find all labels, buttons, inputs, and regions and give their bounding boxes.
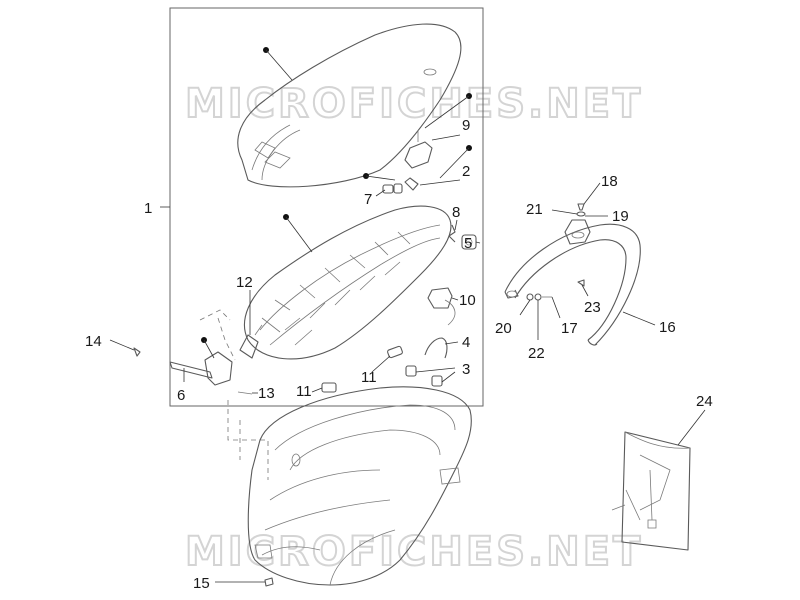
label-2: 2 — [462, 163, 470, 180]
storage-compartment[interactable] — [247, 386, 472, 586]
label-18: 18 — [601, 173, 618, 190]
clip-part-15[interactable] — [264, 577, 274, 587]
screw-part-13[interactable] — [237, 391, 253, 395]
label-10: 10 — [459, 292, 476, 309]
label-11a: 11 — [361, 369, 377, 386]
cap-part-23[interactable] — [577, 279, 585, 287]
label-16: 16 — [659, 319, 676, 336]
label-4: 4 — [462, 334, 470, 351]
latch-mechanism-part-10[interactable] — [427, 287, 456, 326]
label-22: 22 — [528, 345, 545, 362]
label-11b: 11 — [296, 383, 312, 400]
washer-part-22[interactable] — [534, 293, 542, 301]
label-23: 23 — [584, 299, 601, 316]
label-15: 15 — [193, 575, 210, 592]
label-13: 13 — [258, 385, 275, 402]
label-1: 1 — [144, 200, 152, 217]
label-12: 12 — [236, 274, 253, 291]
label-9: 9 — [462, 117, 470, 134]
rear-grab-rail-part-16[interactable] — [504, 219, 641, 346]
seat-assembly-frame — [169, 7, 484, 407]
screw-part-18[interactable] — [577, 203, 585, 211]
label-14: 14 — [85, 333, 102, 350]
watermark-bottom: MICROFICHES.NET — [185, 529, 643, 575]
latch-part-9[interactable] — [404, 130, 433, 169]
hinge-bracket-part-6[interactable] — [169, 351, 233, 386]
label-17: 17 — [561, 320, 578, 337]
hinge-part-12[interactable] — [239, 324, 263, 359]
label-24: 24 — [696, 393, 713, 410]
watermark-top: MICROFICHES.NET — [185, 81, 643, 127]
rubber-part-11b[interactable] — [321, 382, 337, 393]
bumper-part-3b[interactable] — [431, 375, 443, 387]
label-8: 8 — [452, 204, 460, 221]
cable-part-4[interactable] — [424, 337, 448, 359]
label-5: 5 — [464, 235, 472, 252]
spring-part-8[interactable] — [448, 224, 456, 243]
bumper-part-3a[interactable] — [405, 365, 417, 377]
nut-part-20[interactable] — [526, 293, 534, 301]
label-20: 20 — [495, 320, 512, 337]
label-3: 3 — [462, 361, 470, 378]
screw-part-14[interactable] — [133, 347, 141, 357]
seat-pan[interactable] — [244, 205, 452, 360]
bushing-part-7[interactable] — [382, 183, 403, 194]
label-6: 6 — [177, 387, 185, 404]
label-19: 19 — [612, 208, 629, 225]
rubber-part-11a[interactable] — [387, 345, 403, 359]
label-21: 21 — [526, 201, 543, 218]
washer-part-21[interactable] — [576, 211, 586, 217]
bracket-part-2[interactable] — [404, 177, 419, 191]
tool-kit-bag-part-24[interactable] — [611, 431, 691, 551]
label-7: 7 — [364, 191, 372, 208]
